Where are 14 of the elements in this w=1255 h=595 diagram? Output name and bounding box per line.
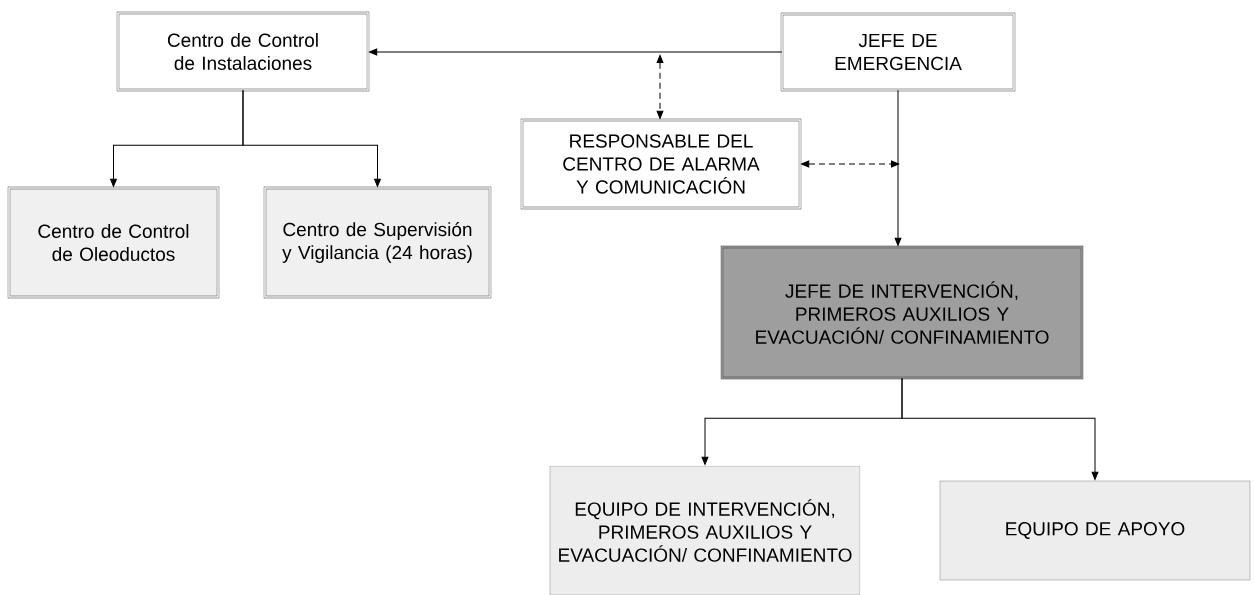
arrow <box>242 89 381 187</box>
arrow <box>369 48 783 56</box>
org-box: JEFE DE EMERGENCIA <box>780 12 1016 92</box>
org-box: RESPONSABLE DEL CENTRO DE ALARMA Y COMUNICACIÓN <box>520 118 802 210</box>
arrow <box>894 89 902 246</box>
org-box: Centro de Control de Instalaciones <box>116 11 370 92</box>
team-box: EQUIPO DE APOYO <box>939 480 1251 581</box>
org-box: JEFE DE INTERVENCIÓN, PRIMEROS AUXILIOS Y EVACUACIÓN/ CONFINAMIENTO <box>720 245 1084 380</box>
org-box: Centro de Supervisión y Vigilancia (24 horas) <box>263 186 492 299</box>
arrow <box>901 377 1099 480</box>
team-box: EQUIPO DE INTERVENCIÓN, PRIMEROS AUXILIOS Y EVACUACIÓN/ CONFINAMIENTO <box>549 465 861 595</box>
org-box: Centro de Control de Oleoductos <box>7 186 220 299</box>
arrow <box>656 54 664 119</box>
arrow <box>801 160 900 168</box>
